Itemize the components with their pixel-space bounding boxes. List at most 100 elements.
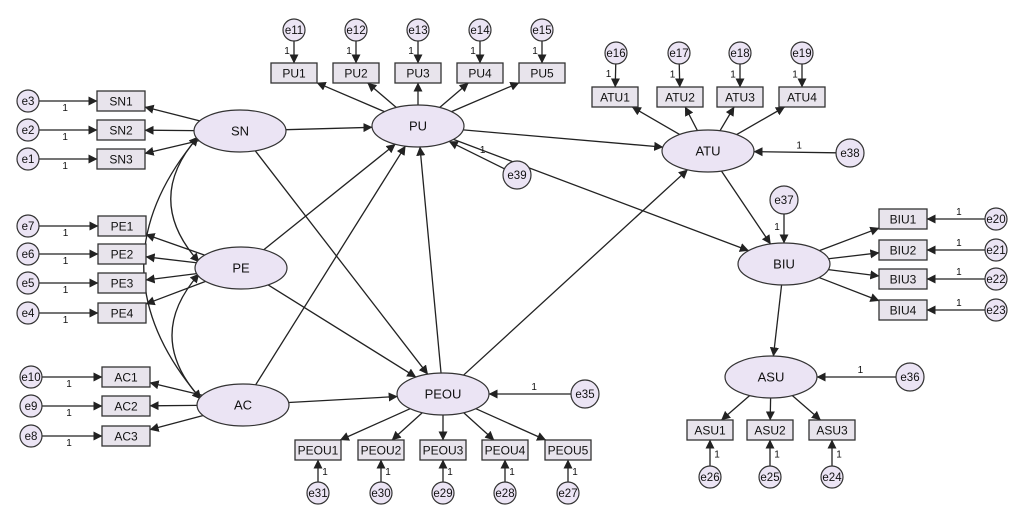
error-term-e31	[306, 481, 330, 505]
error-term-e10	[19, 365, 43, 389]
indicator-ac1	[101, 366, 151, 388]
error-label-e20: e20	[986, 214, 1005, 226]
loading-pe3	[145, 272, 197, 284]
fixed-weight-e9: 1	[66, 408, 72, 419]
fixed-weight-e19: 1	[792, 69, 798, 80]
indicator-pe1	[97, 215, 147, 237]
loading-atu2	[684, 106, 698, 131]
fixed-weight-e8: 1	[66, 438, 72, 449]
loading-asu1	[721, 395, 751, 421]
error-term-e23	[984, 298, 1008, 322]
error-label-e38: e38	[840, 148, 859, 160]
error-label-e25: e25	[760, 472, 779, 484]
indicator-label-pu4: PU4	[468, 67, 492, 81]
indicator-biu4	[878, 299, 928, 321]
indicator-biu1	[878, 208, 928, 230]
error-label-e7: e7	[22, 221, 35, 233]
indicator-sn3	[96, 148, 146, 170]
indicator-label-ac2: AC2	[114, 400, 138, 414]
indicator-asu2	[746, 419, 794, 441]
error-label-e2: e2	[22, 125, 35, 137]
loading-atu4	[736, 106, 785, 136]
loading-biu4	[818, 276, 880, 302]
error-term-e22	[984, 267, 1008, 291]
error-term-e15	[530, 18, 554, 42]
fixed-weight-e38: 1	[796, 140, 802, 151]
fixed-weight-e1: 1	[62, 161, 68, 172]
error-term-e19	[790, 41, 814, 65]
indicator-label-peou4: PEOU4	[485, 444, 526, 458]
error-term-e1	[16, 147, 40, 171]
indicator-label-pe2: PE2	[111, 248, 134, 262]
error-path-e17	[675, 63, 685, 88]
indicator-asu1	[686, 419, 734, 441]
path-peou-to-atu	[463, 169, 688, 376]
error-label-e39: e39	[507, 170, 526, 182]
error-label-e29: e29	[433, 488, 452, 500]
error-path-e38	[753, 147, 837, 157]
path-sn-to-peou	[254, 150, 429, 375]
indicator-label-pu5: PU5	[530, 67, 554, 81]
path-peou-to-pu	[416, 146, 442, 374]
error-label-e16: e16	[606, 48, 625, 60]
indicator-peou5	[544, 439, 592, 461]
indicator-label-pe1: PE1	[111, 220, 134, 234]
path-biu-to-asu	[769, 284, 783, 357]
indicator-pu5	[518, 62, 566, 84]
error-label-e14: e14	[470, 25, 490, 37]
indicator-ac3	[101, 425, 151, 447]
error-term-e5	[16, 271, 40, 295]
loading-pe2	[145, 253, 197, 264]
fixed-weight-e24: 1	[836, 449, 842, 460]
indicator-pu4	[456, 62, 504, 84]
fixed-weight-e31: 1	[322, 467, 328, 478]
latent-label-ac: AC	[234, 398, 252, 413]
fixed-weight-e35: 1	[531, 382, 537, 393]
fixed-weight-e16: 1	[606, 69, 612, 80]
fixed-weight-e28: 1	[509, 467, 515, 478]
error-term-e39	[502, 160, 532, 190]
error-term-e36	[895, 362, 925, 392]
latent-label-sn: SN	[231, 124, 249, 139]
loading-peou2	[391, 412, 423, 441]
fixed-weight-e14: 1	[470, 46, 476, 57]
error-term-e8	[19, 424, 43, 448]
path-pu-to-biu	[453, 138, 749, 252]
path-pu-to-atu	[463, 129, 664, 151]
indicator-pe3	[97, 272, 147, 294]
error-label-e9: e9	[25, 401, 38, 413]
error-label-e6: e6	[22, 249, 35, 261]
path-pe-to-peou	[267, 284, 417, 378]
indicator-pe2	[97, 243, 147, 265]
indicator-label-pe3: PE3	[111, 277, 134, 291]
loading-ac1	[149, 380, 203, 396]
fixed-weight-e4: 1	[63, 315, 69, 326]
indicator-peou2	[357, 439, 405, 461]
latent-asu	[724, 355, 818, 399]
latent-pe	[194, 246, 288, 290]
error-label-e13: e13	[408, 25, 427, 37]
loading-sn3	[144, 139, 200, 156]
latent-label-biu: BIU	[773, 257, 795, 272]
error-path-e39	[448, 140, 505, 170]
error-term-e29	[431, 481, 455, 505]
indicator-pu2	[332, 62, 380, 84]
indicator-label-peou3: PEOU3	[423, 444, 464, 458]
error-term-e3	[16, 89, 40, 113]
error-term-e35	[570, 379, 600, 409]
error-term-e2	[16, 118, 40, 142]
fixed-weight-e25: 1	[774, 449, 780, 460]
indicator-biu2	[878, 239, 928, 261]
loading-sn1	[144, 104, 200, 122]
error-label-e22: e22	[986, 274, 1005, 286]
indicator-label-pu3: PU3	[406, 67, 430, 81]
error-term-e11	[282, 18, 306, 42]
error-term-e38	[835, 138, 865, 168]
indicator-label-sn3: SN3	[109, 153, 133, 167]
error-term-e13	[406, 18, 430, 42]
fixed-weight-e27: 1	[572, 467, 578, 478]
error-label-e23: e23	[986, 305, 1005, 317]
error-term-e30	[369, 481, 393, 505]
loading-biu3	[828, 268, 880, 280]
fixed-weight-e22: 1	[956, 267, 962, 278]
